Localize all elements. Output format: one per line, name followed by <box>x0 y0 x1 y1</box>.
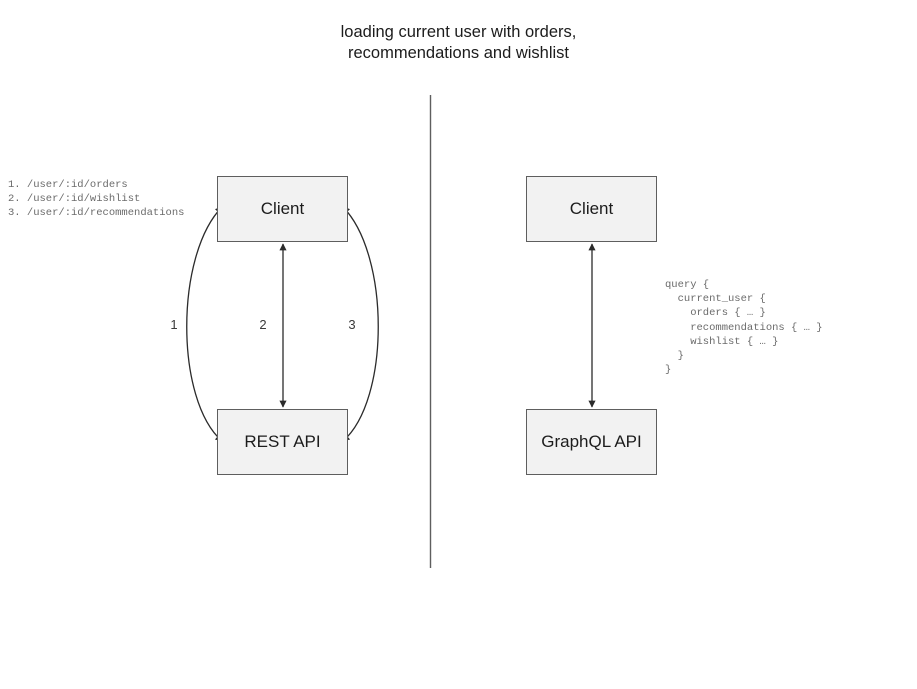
edge-label-3: 3 <box>348 317 356 332</box>
edge-label-1: 1 <box>170 317 178 332</box>
edge-label-2: 2 <box>259 317 267 332</box>
node-client-rest: Client <box>217 176 348 242</box>
node-client-graphql: Client <box>526 176 657 242</box>
node-rest-api: REST API <box>217 409 348 475</box>
graphql-query-block: query { current_user { orders { … } reco… <box>665 279 823 377</box>
page-title: loading current user with orders, recomm… <box>340 23 577 62</box>
rest-edge-1 <box>186 206 223 442</box>
rest-endpoint-list: 1. /user/:id/orders 2. /user/:id/wishlis… <box>8 179 185 220</box>
rest-edge-3 <box>342 206 379 442</box>
node-graphql-api: GraphQL API <box>526 409 657 475</box>
